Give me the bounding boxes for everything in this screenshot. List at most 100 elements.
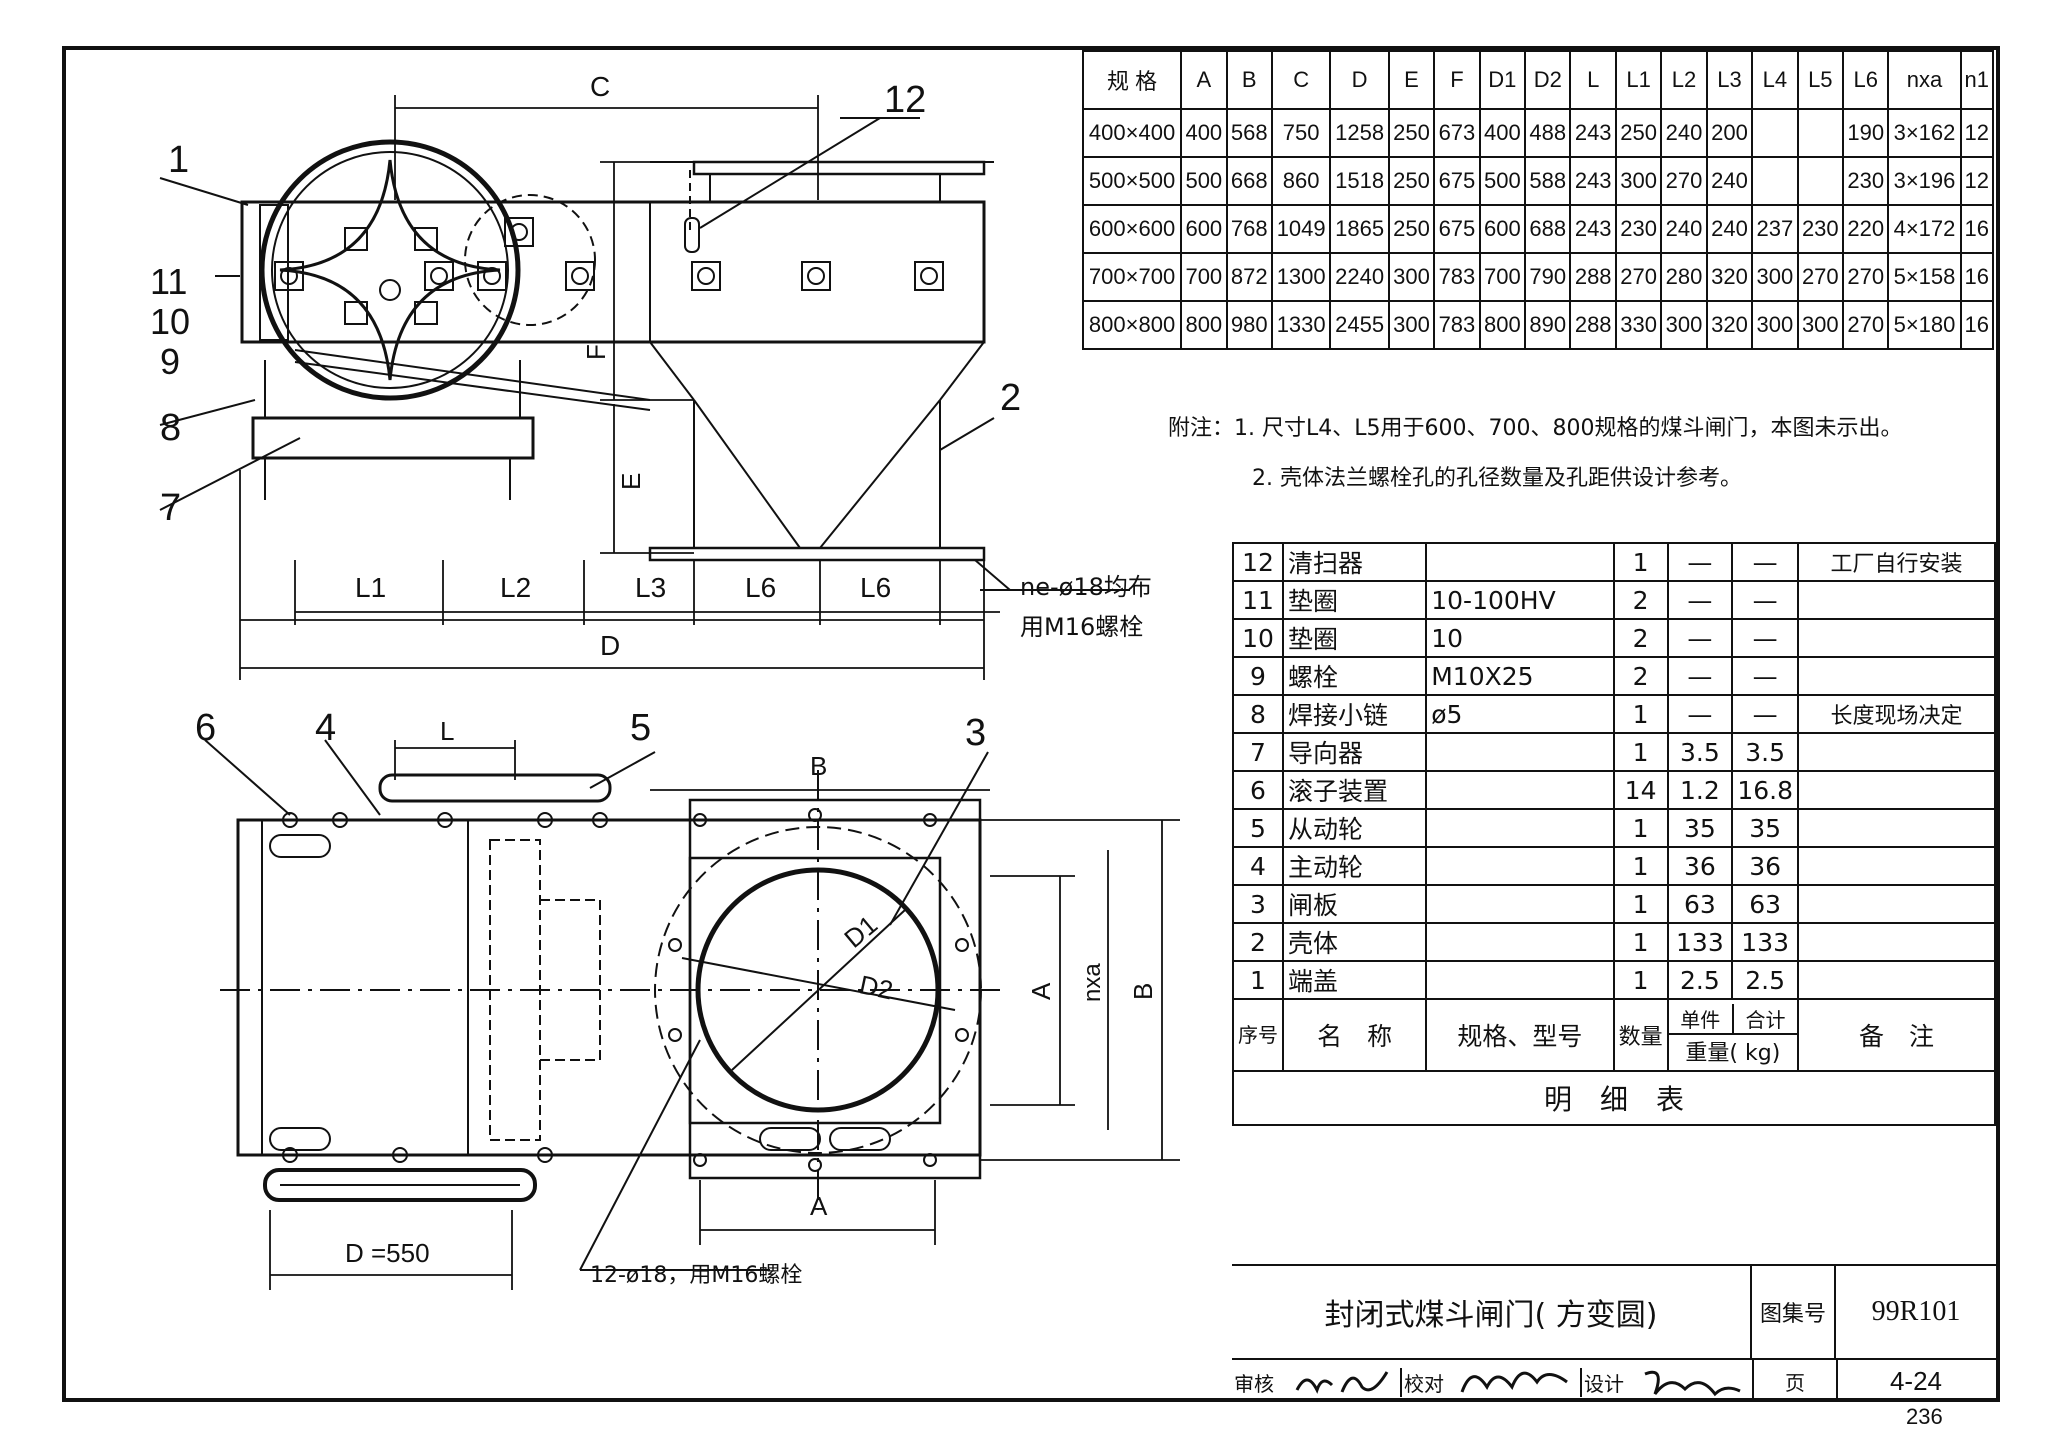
spec-cell: 750 xyxy=(1270,108,1332,159)
parts-cell xyxy=(1425,542,1615,582)
parts-cell xyxy=(1797,580,1996,620)
page-label: 页 xyxy=(1752,1360,1838,1402)
spec-cell: 300 xyxy=(1751,300,1799,350)
note-2: 2. 壳体法兰螺栓孔的孔径数量及孔距供设计参考。 xyxy=(1252,466,1742,491)
dim-L6-b: L6 xyxy=(860,572,891,603)
spec-cell xyxy=(1796,156,1845,207)
spec-cell: 230 xyxy=(1796,204,1845,255)
spec-header-cell: F xyxy=(1433,49,1481,111)
parts-cell: — xyxy=(1666,580,1734,620)
spec-cell: 320 xyxy=(1705,252,1754,303)
spec-cell: 240 xyxy=(1705,156,1754,207)
spec-header-cell: B xyxy=(1225,49,1273,111)
parts-cell: 36 xyxy=(1731,846,1800,886)
parts-cell: 滚子装置 xyxy=(1281,770,1428,810)
spec-header-cell: 规 格 xyxy=(1081,49,1183,111)
parts-cell xyxy=(1797,808,1996,848)
parts-cell: 63 xyxy=(1666,884,1734,924)
spec-cell: 2240 xyxy=(1329,252,1390,303)
spec-cell: 600 xyxy=(1180,204,1228,255)
spec-cell: 240 xyxy=(1660,204,1708,255)
parts-cell: 端盖 xyxy=(1281,960,1428,1000)
spec-cell: 300 xyxy=(1387,300,1436,350)
spec-cell: 190 xyxy=(1842,108,1890,159)
parts-cell: 1 xyxy=(1232,960,1284,1000)
parts-cell xyxy=(1425,770,1615,810)
spec-cell: 860 xyxy=(1270,156,1332,207)
parts-cell: 10 xyxy=(1425,618,1615,658)
spec-cell: 2455 xyxy=(1329,300,1390,350)
spec-cell: 400 xyxy=(1180,108,1228,159)
dim-D1: D1 xyxy=(838,909,883,953)
dim-L1: L1 xyxy=(355,572,386,603)
spec-cell: 5×180 xyxy=(1887,300,1962,350)
dim-B-side: B xyxy=(1128,983,1158,1000)
parts-cell: 闸板 xyxy=(1281,884,1428,924)
parts-cell: 1 xyxy=(1612,960,1669,1000)
parts-cell: 3.5 xyxy=(1666,732,1734,772)
spec-cell: 300 xyxy=(1387,252,1436,303)
parts-cell: 垫圈 xyxy=(1281,618,1428,658)
spec-cell: 16 xyxy=(1959,252,1995,303)
parts-cell: 12 xyxy=(1232,542,1284,582)
callout-12: 12 xyxy=(884,79,926,121)
parts-cell: — xyxy=(1666,694,1734,734)
parts-cell: 36 xyxy=(1666,846,1734,886)
spec-header-cell: L3 xyxy=(1705,49,1754,111)
spec-header-cell: A xyxy=(1180,49,1228,111)
spec-cell: 500 xyxy=(1478,156,1527,207)
spec-cell: 700 xyxy=(1180,252,1228,303)
spec-cell: 500 xyxy=(1180,156,1228,207)
spec-cell: 230 xyxy=(1614,204,1663,255)
spec-cell: 250 xyxy=(1614,108,1663,159)
dim-A-bottom: A xyxy=(810,1191,828,1221)
callout-7: 7 xyxy=(160,487,181,529)
dim-D: D xyxy=(600,630,620,661)
spec-cell: 288 xyxy=(1569,252,1617,303)
spec-cell: 768 xyxy=(1225,204,1273,255)
spec-cell: 980 xyxy=(1225,300,1273,350)
spec-header-cell: D xyxy=(1329,49,1390,111)
parts-cell xyxy=(1425,922,1615,962)
spec-cell: 330 xyxy=(1614,300,1663,350)
header-qty: 数量 xyxy=(1612,998,1669,1072)
spec-cell: 688 xyxy=(1524,204,1572,255)
spec-cell xyxy=(1751,156,1799,207)
spec-cell: 240 xyxy=(1705,204,1754,255)
header-spec: 规格、型号 xyxy=(1425,998,1615,1072)
spec-cell: 270 xyxy=(1614,252,1663,303)
bolt-top-label: 用M16螺栓 xyxy=(1020,613,1143,641)
reviewer-signature xyxy=(1295,1371,1389,1394)
dim-F: F xyxy=(581,344,611,360)
parts-cell xyxy=(1425,808,1615,848)
parts-cell xyxy=(1425,884,1615,924)
spec-cell: 700×700 xyxy=(1081,252,1183,303)
parts-cell: 1 xyxy=(1612,884,1669,924)
spec-cell: 500×500 xyxy=(1081,156,1183,207)
parts-cell xyxy=(1425,732,1615,772)
header-unit: 单件 xyxy=(1669,1003,1734,1033)
spec-cell: 3×162 xyxy=(1887,108,1962,159)
parts-cell: — xyxy=(1731,656,1800,696)
parts-cell: — xyxy=(1731,542,1800,582)
parts-cell: 1 xyxy=(1612,732,1669,772)
holes-bottom-label: 12-ø18，用M16螺栓 xyxy=(590,1263,802,1288)
parts-cell xyxy=(1425,846,1615,886)
callout-4: 4 xyxy=(315,707,336,749)
parts-cell: 1 xyxy=(1612,694,1669,734)
dim-D2: D2 xyxy=(857,969,896,1005)
parts-cell: 主动轮 xyxy=(1281,846,1428,886)
dim-nxa: nxa xyxy=(1079,963,1106,1002)
parts-cell: ø5 xyxy=(1425,694,1615,734)
spec-cell: 1518 xyxy=(1329,156,1390,207)
parts-cell: 焊接小链 xyxy=(1281,694,1428,734)
spec-header-cell: E xyxy=(1387,49,1436,111)
notes-prefix: 附注： xyxy=(1168,416,1235,441)
parts-cell: 3.5 xyxy=(1731,732,1800,772)
drawing-title: 封闭式煤斗闸门( 方变圆) xyxy=(1232,1266,1752,1358)
